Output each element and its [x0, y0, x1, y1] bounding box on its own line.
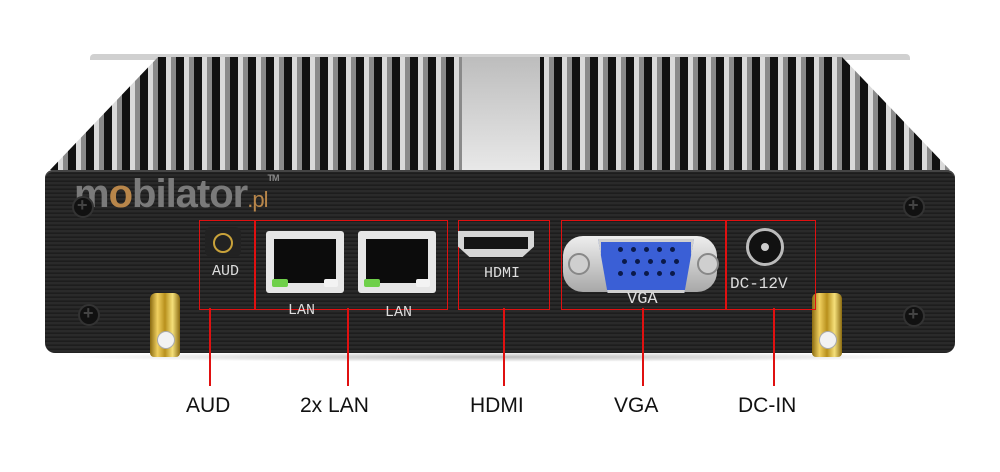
callout-dc-in: DC-IN: [738, 394, 797, 417]
vga-pin: [618, 247, 623, 252]
device-rear-panel: [45, 170, 955, 353]
hdmi-callout-line: [503, 308, 505, 386]
aud-callout-line: [209, 308, 211, 386]
lan-port-2-label: LAN: [385, 304, 413, 321]
lan-callout-line: [347, 308, 349, 386]
vga-pin: [661, 259, 666, 264]
heatsink-center-strip: [462, 57, 540, 170]
vga-highlight-box: [561, 220, 727, 310]
vga-pin: [631, 271, 636, 276]
vga-pin: [674, 259, 679, 264]
vga-pin: [657, 271, 662, 276]
vga-pin: [644, 271, 649, 276]
antenna-connector-right: [812, 293, 842, 357]
lan-highlight-box: [254, 220, 448, 310]
dc-highlight-box: [725, 220, 816, 310]
dc-callout-line: [773, 308, 775, 386]
vga-pin: [670, 247, 675, 252]
antenna-connector-left: [150, 293, 180, 357]
vga-pin: [622, 259, 627, 264]
vga-pin: [670, 271, 675, 276]
vga-callout-line: [642, 308, 644, 386]
vga-pin: [648, 259, 653, 264]
vga-port-label: VGA: [627, 290, 658, 309]
vga-pin: [644, 247, 649, 252]
callout-aud: AUD: [186, 394, 231, 417]
vga-screw-right: [697, 253, 719, 275]
hdmi-port: [458, 231, 534, 257]
vga-pin: [618, 271, 623, 276]
lan-port-1-label: LAN: [288, 302, 316, 319]
callout-hdmi: HDMI: [470, 394, 524, 417]
screw-icon: [903, 304, 925, 327]
dc-power-jack: [746, 228, 784, 266]
hdmi-port-label: HDMI: [484, 265, 521, 282]
callout-vga: VGA: [614, 394, 659, 417]
screw-icon: [72, 195, 94, 218]
audio-jack: [205, 227, 241, 257]
aud-highlight-box: [199, 220, 256, 310]
lan-port-2: [358, 231, 436, 293]
vga-pin: [657, 247, 662, 252]
aud-port-label: AUD: [212, 263, 240, 280]
vga-pin: [631, 247, 636, 252]
screw-icon: [78, 303, 100, 326]
dc-port-label: DC-12V: [730, 275, 788, 293]
callout-lan: 2x LAN: [300, 394, 369, 417]
device-shadow: [60, 352, 940, 362]
vga-screw-left: [568, 253, 590, 275]
lan-port-1: [266, 231, 344, 293]
vga-pin: [635, 259, 640, 264]
screw-icon: [903, 195, 925, 218]
brand-logo: mobilator.plTM: [74, 172, 280, 216]
